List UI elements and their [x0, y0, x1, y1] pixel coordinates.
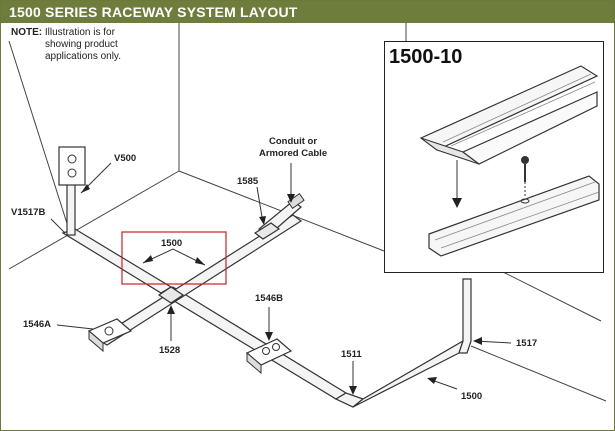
receptacle-icon-top — [67, 154, 77, 164]
base-rib-1 — [434, 181, 596, 241]
inset-detail: 1500-10 — [384, 41, 604, 273]
label-conduit-1: Conduit or — [269, 136, 317, 147]
arrowhead-1546b — [265, 332, 273, 341]
floor-line-left — [8, 170, 180, 270]
arrowhead-1517 — [473, 337, 482, 345]
title-bar: 1500 SERIES RACEWAY SYSTEM LAYOUT — [1, 1, 614, 23]
device-box-1546a-side — [88, 329, 104, 353]
note-line-3: applications only. — [45, 51, 121, 62]
cover-rib-2 — [450, 81, 596, 147]
label-1528: 1528 — [159, 345, 180, 356]
base-channel — [428, 175, 600, 257]
receptacle-icon-bottom — [67, 168, 77, 178]
raceway-vertical-v1517b — [66, 178, 76, 236]
floor-line-bottom-right — [470, 345, 607, 402]
leader-1500-box — [142, 248, 206, 266]
arrowhead-1500-left — [143, 255, 153, 263]
wall-line-left — [8, 40, 72, 237]
cover-rib-1 — [442, 73, 592, 143]
note: NOTE: Illustration is for showing produc… — [11, 27, 146, 63]
label-1546a: 1546A — [23, 319, 51, 330]
device-box-1546b-side — [246, 351, 262, 375]
raceway-segment-to-corner — [352, 339, 465, 408]
raceway-segment-main-right — [159, 286, 348, 400]
diagram-title: 1500 SERIES RACEWAY SYSTEM LAYOUT — [9, 4, 298, 20]
arrowhead-v500 — [81, 184, 90, 193]
fitting-1585 — [253, 222, 281, 240]
highlight-box-1500 — [121, 231, 227, 285]
arrowhead-1500-right — [195, 257, 205, 265]
label-1500-box: 1500 — [161, 238, 182, 249]
leader-v1517b — [50, 218, 66, 234]
screw-hole — [520, 198, 530, 204]
label-1585: 1585 — [237, 176, 259, 187]
note-line-2: showing product — [45, 39, 118, 50]
label-1517: 1517 — [516, 338, 537, 349]
label-v1517b: V1517B — [11, 207, 45, 218]
inset-arrowhead — [452, 198, 462, 208]
outlet-box-v500 — [58, 146, 86, 186]
label-v500: V500 — [114, 153, 136, 164]
conduit-stub — [287, 193, 305, 209]
label-1500-bottom: 1500 — [461, 391, 482, 402]
raceway-vertical-1517 — [458, 278, 472, 354]
arrowhead-1585 — [259, 216, 266, 225]
raceway-segment-main-left — [61, 228, 173, 294]
floor-line-right-edge — [500, 270, 602, 322]
receptacle-icon-1546a — [104, 326, 114, 336]
inset-drawing — [419, 65, 600, 257]
arrowhead-1528 — [167, 305, 175, 314]
cover-flange — [461, 91, 598, 165]
inset-title: 1500-10 — [389, 46, 463, 68]
leader-1546a — [56, 324, 94, 330]
arrowhead-1500-bottom — [427, 377, 437, 384]
receptacle-icon-1546b-2 — [272, 343, 280, 351]
arrowhead-1511 — [349, 386, 357, 395]
note-label: NOTE: — [11, 27, 43, 38]
intersection-fitting-1528 — [157, 286, 185, 304]
receptacle-icon-1546b-1 — [262, 347, 270, 355]
label-conduit-2: Armored Cable — [259, 148, 327, 159]
screw-icon — [521, 156, 529, 164]
base-rib-2 — [440, 191, 600, 249]
label-1511: 1511 — [341, 349, 362, 360]
note-line-1: Illustration is for — [44, 27, 115, 38]
label-1546b: 1546B — [255, 293, 283, 304]
arrowhead-conduit — [287, 194, 295, 203]
